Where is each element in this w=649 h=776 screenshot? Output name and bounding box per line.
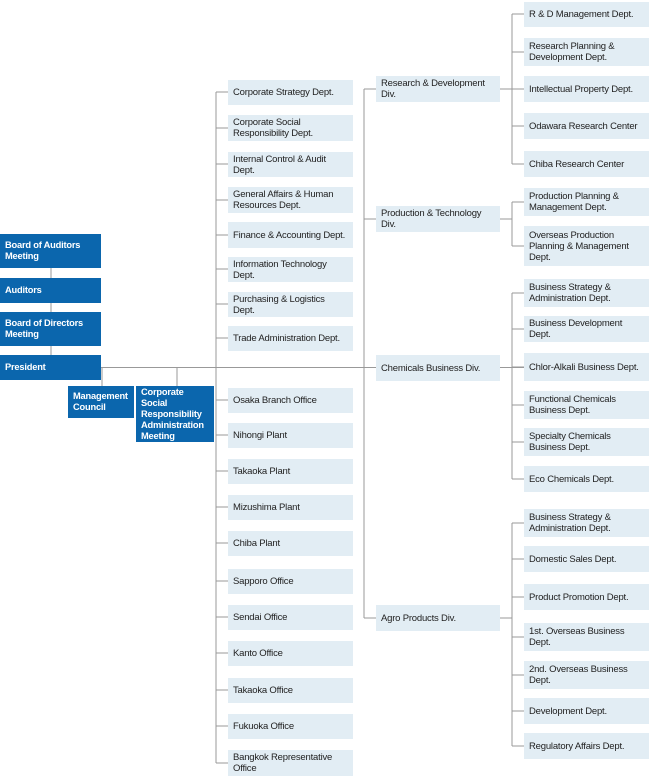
chemicals-dept-box: Eco Chemicals Dept. xyxy=(524,466,649,492)
plant-box: Mizushima Plant xyxy=(228,495,353,520)
chemicals-dept-box: Business Development Dept. xyxy=(524,316,649,342)
president-box: President xyxy=(0,355,101,380)
division-box: Production & Technology Div. xyxy=(376,206,500,232)
agro-dept-box: Development Dept. xyxy=(524,698,649,724)
agro-dept-box: Regulatory Affairs Dept. xyxy=(524,733,649,759)
csr-administration-meeting-box: Corporate Social Responsibility Administ… xyxy=(136,386,214,442)
staff-dept-box: Purchasing & Logistics Dept. xyxy=(228,292,353,317)
board-of-auditors-meeting-box: Board of Auditors Meeting xyxy=(0,234,101,268)
office-box: Takaoka Office xyxy=(228,678,353,703)
chemicals-dept-box: Chlor-Alkali Business Dept. xyxy=(524,353,649,381)
production-dept-box: Production Planning & Management Dept. xyxy=(524,188,649,216)
rd-dept-box: R & D Management Dept. xyxy=(524,2,649,27)
agro-dept-box: Product Promotion Dept. xyxy=(524,584,649,610)
office-box: Sendai Office xyxy=(228,605,353,630)
agro-dept-box: 1st. Overseas Business Dept. xyxy=(524,623,649,651)
office-box: Kanto Office xyxy=(228,641,353,666)
rd-dept-box: Intellectual Property Dept. xyxy=(524,76,649,102)
division-box: Research & Development Div. xyxy=(376,76,500,102)
chemicals-dept-box: Functional Chemicals Business Dept. xyxy=(524,391,649,419)
agro-dept-box: 2nd. Overseas Business Dept. xyxy=(524,661,649,689)
management-council-box: Management Council xyxy=(68,386,134,418)
office-box: Bangkok Representative Office xyxy=(228,750,353,776)
staff-dept-box: Corporate Strategy Dept. xyxy=(228,80,353,105)
plant-box: Nihongi Plant xyxy=(228,423,353,448)
auditors-box: Auditors xyxy=(0,278,101,303)
chemicals-dept-box: Specialty Chemicals Business Dept. xyxy=(524,428,649,456)
board-of-directors-meeting-box: Board of Directors Meeting xyxy=(0,312,101,346)
division-box: Agro Products Div. xyxy=(376,605,500,631)
rd-dept-box: Chiba Research Center xyxy=(524,151,649,177)
agro-dept-box: Business Strategy & Administration Dept. xyxy=(524,509,649,537)
rd-dept-box: Odawara Research Center xyxy=(524,113,649,139)
chemicals-dept-box: Business Strategy & Administration Dept. xyxy=(524,279,649,307)
staff-dept-box: Corporate Social Responsibility Dept. xyxy=(228,115,353,141)
production-dept-box: Overseas Production Planning & Managemen… xyxy=(524,226,649,266)
office-box: Osaka Branch Office xyxy=(228,388,353,413)
plant-box: Takaoka Plant xyxy=(228,459,353,484)
office-box: Fukuoka Office xyxy=(228,714,353,739)
office-box: Sapporo Office xyxy=(228,569,353,594)
plant-box: Chiba Plant xyxy=(228,531,353,556)
staff-dept-box: General Affairs & Human Resources Dept. xyxy=(228,187,353,213)
staff-dept-box: Finance & Accounting Dept. xyxy=(228,222,353,248)
division-box: Chemicals Business Div. xyxy=(376,355,500,381)
staff-dept-box: Trade Administration Dept. xyxy=(228,326,353,351)
staff-dept-box: Information Technology Dept. xyxy=(228,257,353,282)
agro-dept-box: Domestic Sales Dept. xyxy=(524,546,649,572)
rd-dept-box: Research Planning & Development Dept. xyxy=(524,38,649,66)
staff-dept-box: Internal Control & Audit Dept. xyxy=(228,152,353,177)
